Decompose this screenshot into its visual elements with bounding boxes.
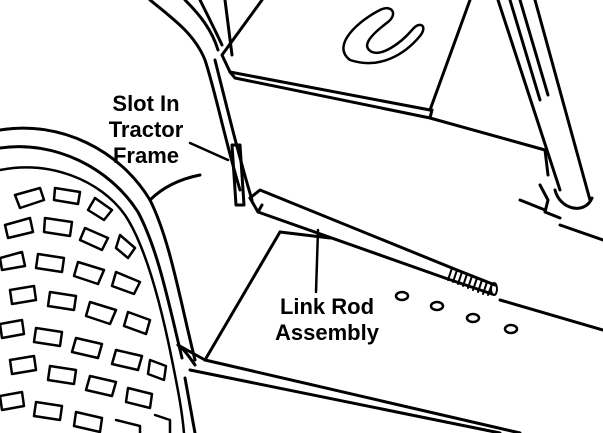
upper-body-panel — [148, 0, 242, 192]
fender — [0, 126, 202, 367]
threaded-rod-end — [447, 267, 498, 296]
link-rod-callout-label: Link Rod Assembly — [260, 294, 394, 346]
slot-callout-line-3: Frame — [112, 143, 180, 168]
link-rod-leader-line — [314, 228, 320, 294]
top-plate — [220, 0, 472, 120]
link-rod-callout-line-1: Link Rod — [279, 294, 375, 319]
slot-callout-line-2: Tractor — [108, 117, 184, 142]
frame-slot — [230, 143, 246, 207]
slot-callout-line-1: Slot In — [112, 91, 180, 116]
upright-tube — [496, 0, 594, 220]
slot-callout-label: Slot In Tractor Frame — [88, 91, 204, 169]
mounting-holes — [394, 290, 519, 335]
slot-leader-line — [188, 141, 230, 162]
side-frame-panel — [213, 58, 603, 242]
tire-tread — [0, 166, 186, 433]
link-rod — [248, 188, 497, 296]
link-rod-callout-line-2: Assembly — [275, 320, 379, 345]
